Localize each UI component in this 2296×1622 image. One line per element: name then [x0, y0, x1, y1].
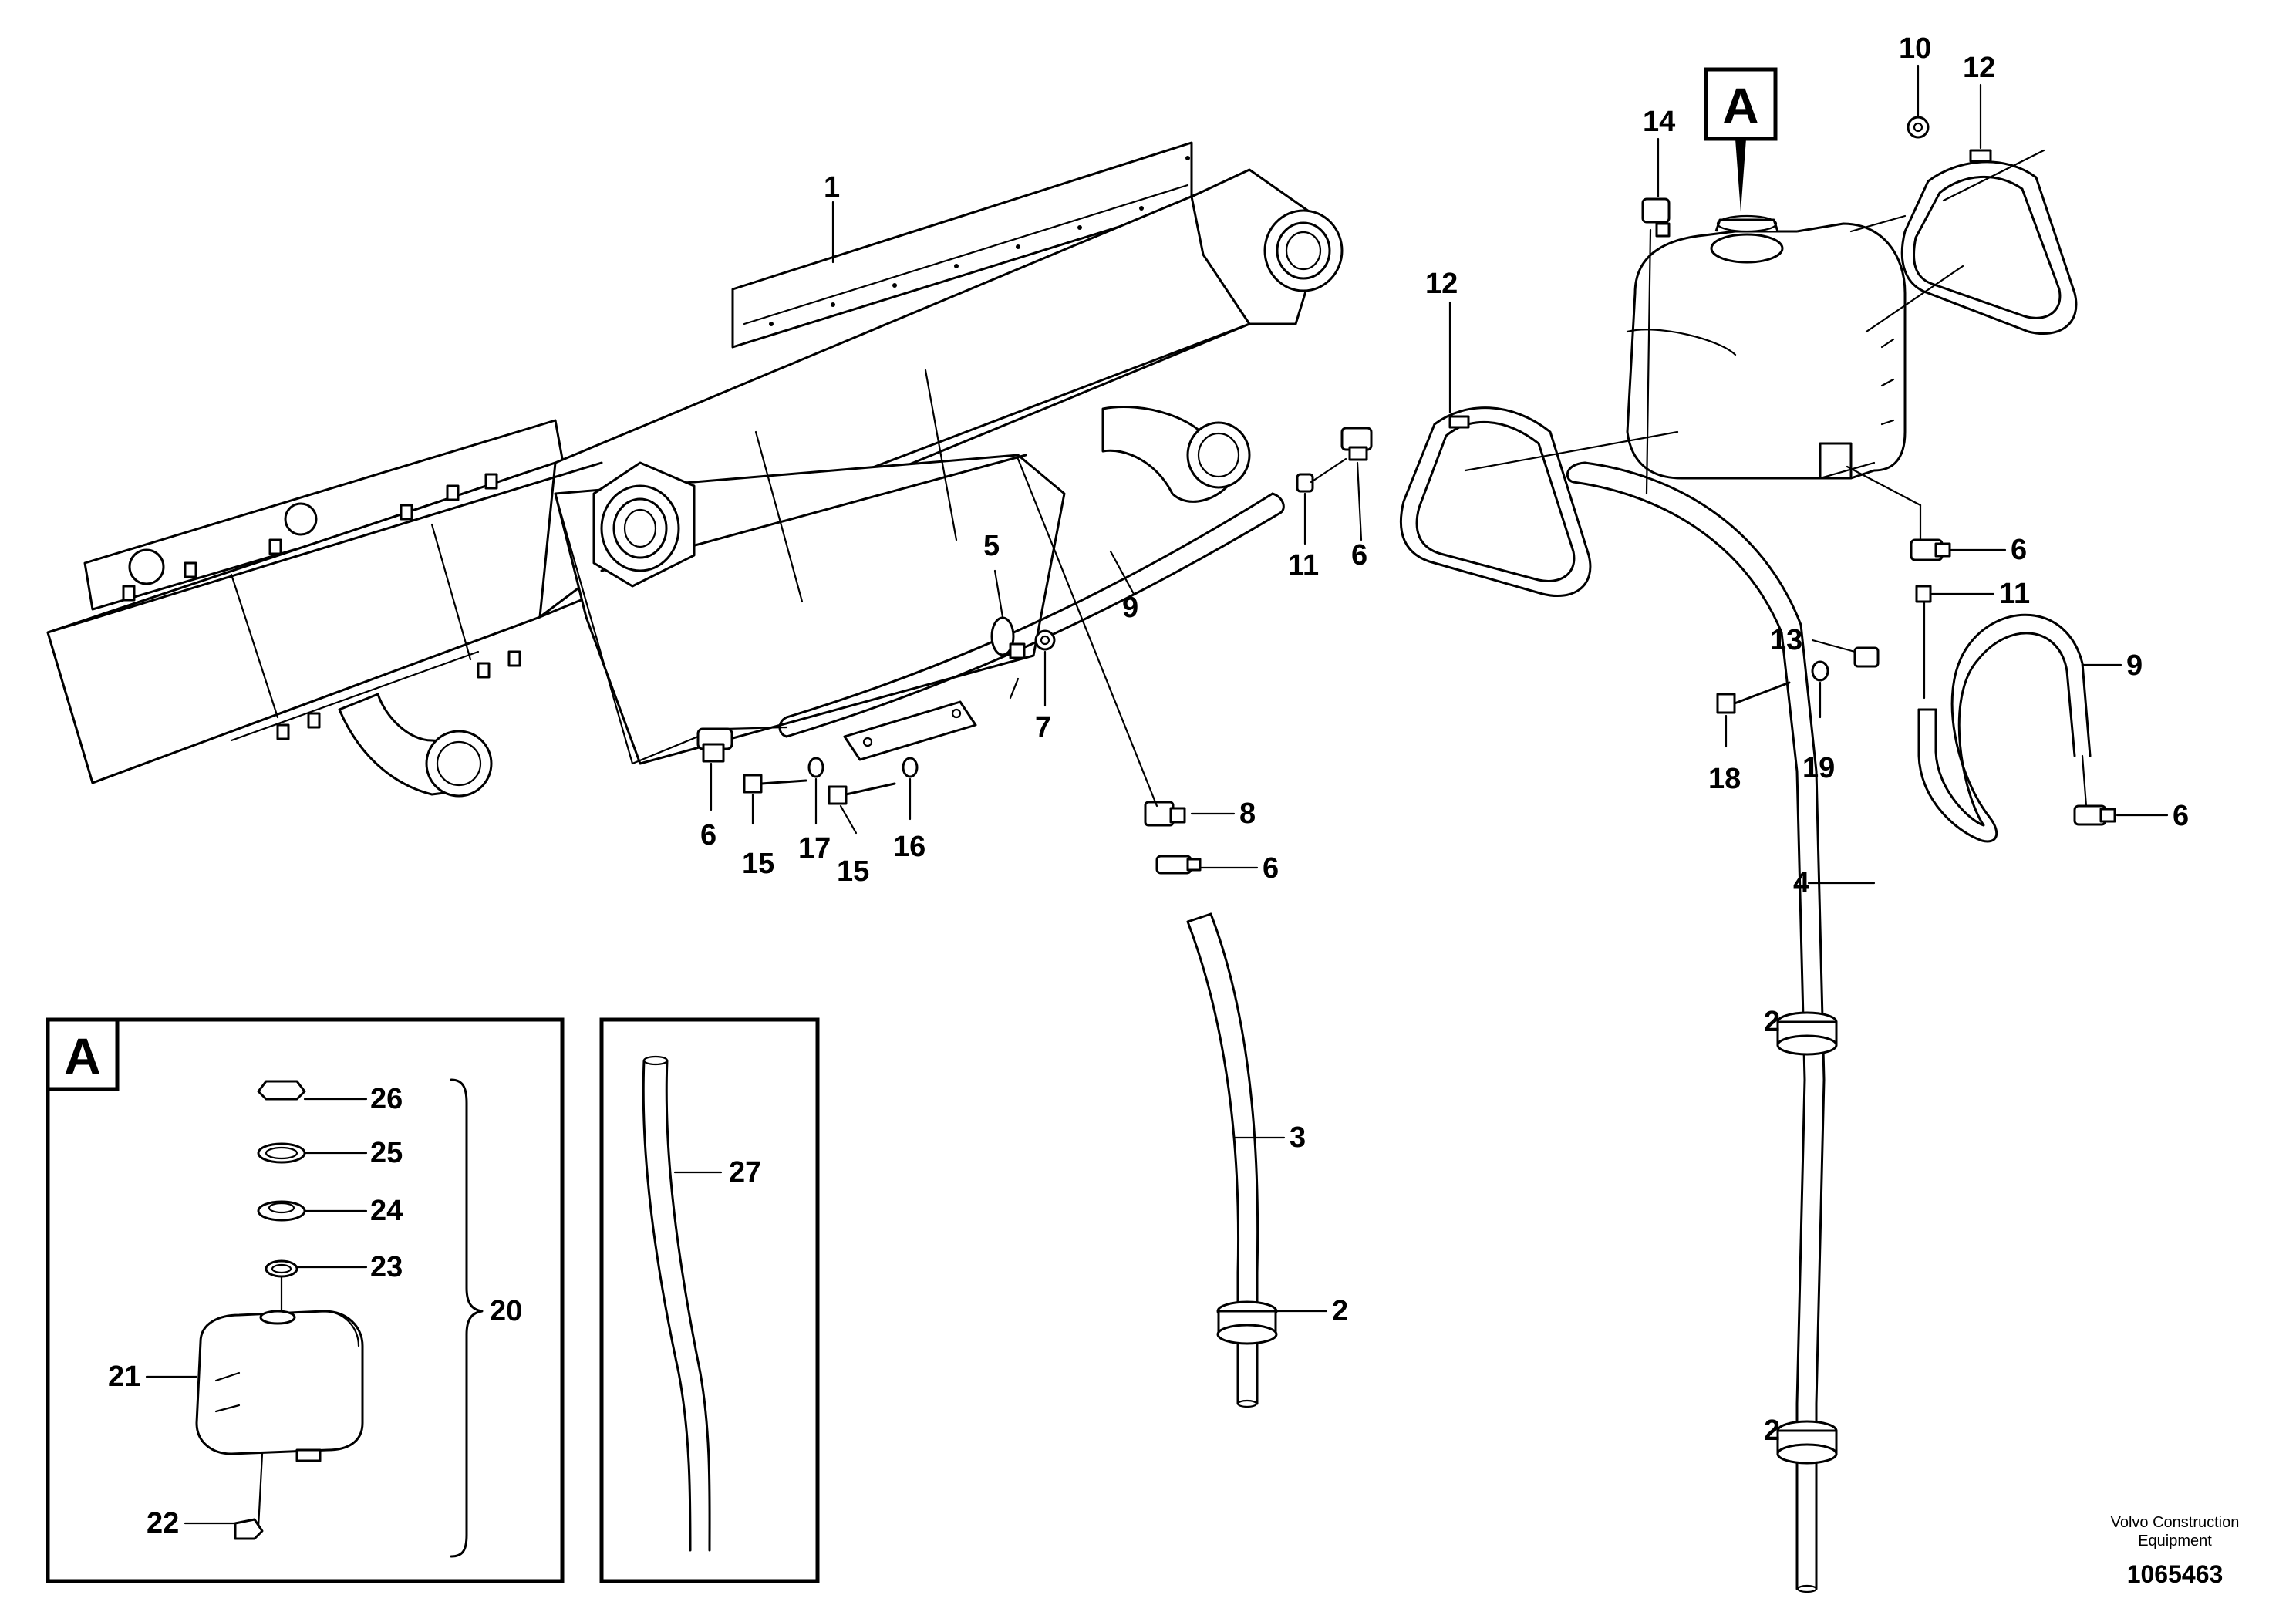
hose-clamp-6-right-lower	[2073, 804, 2116, 826]
brand-line-1: Volvo Construction	[2111, 1514, 2240, 1531]
grommet-2-left	[1216, 1300, 1278, 1345]
nut-10	[1907, 116, 1930, 139]
outlet-pipe-bottom	[338, 693, 493, 798]
callout-2-right-lower: 2	[1764, 1415, 1780, 1447]
cap-26	[257, 1080, 306, 1101]
callout-13: 13	[1770, 624, 1802, 656]
callout-6-left: 6	[700, 819, 716, 851]
plug-11-left	[1296, 473, 1314, 493]
callout-1: 1	[824, 171, 840, 204]
callout-6-lower: 6	[1263, 852, 1279, 885]
document-number: 1065463	[2127, 1560, 2224, 1588]
view-label: A	[1722, 77, 1759, 134]
callout-16: 16	[893, 831, 925, 863]
grommet-2-right-lower	[1776, 1420, 1838, 1465]
outlet-pipe-mid	[1101, 406, 1251, 503]
grommet-2-right-upper	[1776, 1011, 1838, 1056]
clip-14	[1641, 197, 1671, 238]
callout-11-left: 11	[1288, 549, 1319, 582]
mounting-plate	[843, 700, 977, 761]
washer-19	[1811, 660, 1829, 682]
callout-2-left: 2	[1332, 1295, 1348, 1327]
hose-9-upper-end	[1271, 492, 1285, 514]
callout-12-right: 12	[1963, 52, 1995, 84]
callouts: 1 5 9 7 8 6 3 2 6 15 17 15 16 11 6 12 14…	[108, 32, 2189, 1539]
callout-19: 19	[1802, 752, 1835, 784]
hose-4	[1572, 481, 1806, 1590]
radiator-assembly	[46, 141, 1344, 798]
callout-2-right-upper: 2	[1764, 1006, 1780, 1038]
callout-9: 9	[1122, 592, 1138, 624]
seal-25	[257, 1142, 306, 1164]
callout-18: 18	[1708, 763, 1741, 795]
flange-holes	[769, 156, 1190, 326]
hose-9-right	[1917, 613, 2092, 843]
callout-5: 5	[983, 530, 1000, 562]
detail-label: A	[64, 1027, 101, 1084]
hose-3	[1186, 920, 1240, 1405]
callout-15-b: 15	[837, 855, 869, 888]
cap-22	[234, 1518, 264, 1540]
tank-21	[195, 1310, 364, 1462]
hose-clamp-6-mid	[1340, 427, 1373, 461]
callout-4: 4	[1793, 867, 1809, 899]
callout-3: 3	[1290, 1121, 1306, 1154]
callout-6-mid: 6	[1351, 539, 1367, 572]
leader-lines	[145, 64, 2169, 1525]
callout-12-left: 12	[1425, 268, 1458, 300]
callout-15-a: 15	[742, 848, 774, 880]
mounting-strap-12-left	[1399, 406, 1592, 598]
callout-6-right-upper: 6	[2011, 534, 2027, 566]
callout-27: 27	[729, 1156, 761, 1189]
callout-11-right: 11	[1999, 578, 2030, 610]
bolt-18	[1716, 681, 1791, 714]
outlet-pipe-left	[592, 461, 696, 588]
callout-17: 17	[798, 832, 831, 865]
ring-24	[257, 1200, 306, 1222]
nut-7	[1034, 629, 1056, 651]
view-marker-a: A	[1704, 67, 1778, 212]
callout-14: 14	[1643, 106, 1675, 138]
clamp-13	[1853, 646, 1880, 668]
callout-20: 20	[490, 1295, 522, 1327]
detail-box-a: A	[46, 1017, 565, 1583]
bolt-row	[122, 473, 521, 740]
brand-block: Volvo Construction Equipment 1065463	[2111, 1514, 2240, 1588]
mounting-strap-12-right	[1900, 149, 2078, 336]
callout-23: 23	[370, 1251, 403, 1283]
callout-21: 21	[108, 1361, 140, 1393]
washer-16	[902, 757, 919, 778]
bolt-15-a	[743, 774, 807, 794]
washer-17	[807, 757, 824, 778]
callout-22: 22	[147, 1507, 179, 1539]
callout-9-right: 9	[2126, 649, 2143, 682]
callout-25: 25	[370, 1137, 403, 1169]
hose-clamp-6-right-upper	[1910, 538, 1951, 561]
callout-10: 10	[1899, 32, 1931, 65]
hose-clamp-6-left	[696, 727, 733, 763]
bracket-20	[450, 1078, 484, 1558]
expansion-tank	[1626, 214, 1907, 480]
callout-26: 26	[370, 1083, 403, 1115]
hose-clamp-6-lower	[1155, 855, 1202, 875]
callout-6-right-lower: 6	[2173, 800, 2189, 832]
brand-line-2: Equipment	[2138, 1533, 2212, 1549]
callout-7: 7	[1035, 711, 1051, 744]
callout-24: 24	[370, 1195, 403, 1227]
plug-11-right	[1915, 585, 1932, 603]
hose-clamp-8	[1144, 801, 1186, 827]
washer-23	[265, 1259, 298, 1278]
callout-8: 8	[1239, 798, 1256, 830]
hose-27	[642, 1059, 692, 1552]
bolt-15-b	[828, 782, 896, 805]
detail-box-27	[599, 1017, 820, 1583]
outlet-pipe-top	[1263, 209, 1344, 292]
